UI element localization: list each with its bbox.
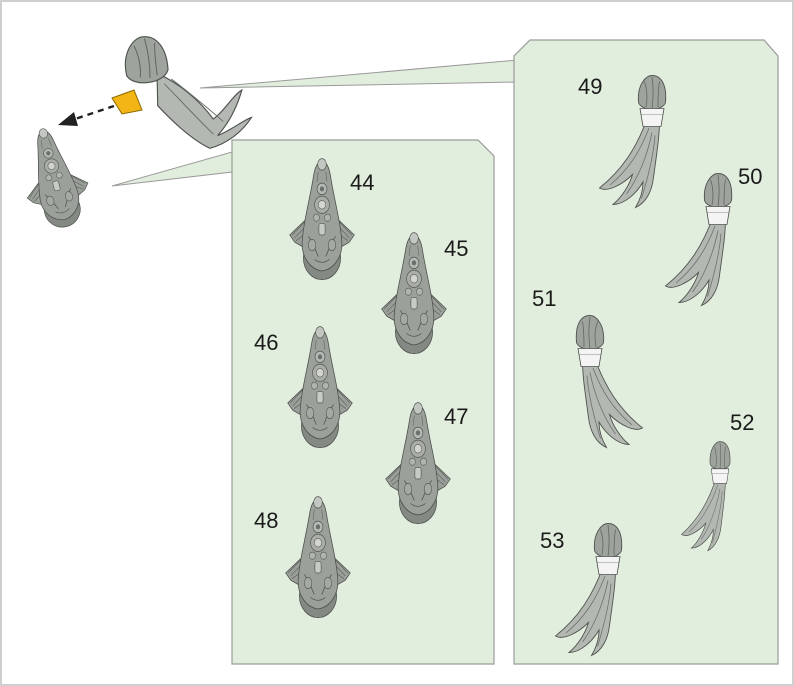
- label-53: 53: [540, 528, 564, 553]
- label-50: 50: [738, 164, 762, 189]
- label-48: 48: [254, 508, 278, 533]
- label-51: 51: [532, 286, 556, 311]
- head-options-panel: [232, 140, 494, 664]
- label-46: 46: [254, 330, 278, 355]
- label-47: 47: [444, 404, 468, 429]
- label-44: 44: [350, 170, 374, 195]
- label-45: 45: [444, 236, 468, 261]
- label-52: 52: [730, 410, 754, 435]
- label-49: 49: [578, 74, 602, 99]
